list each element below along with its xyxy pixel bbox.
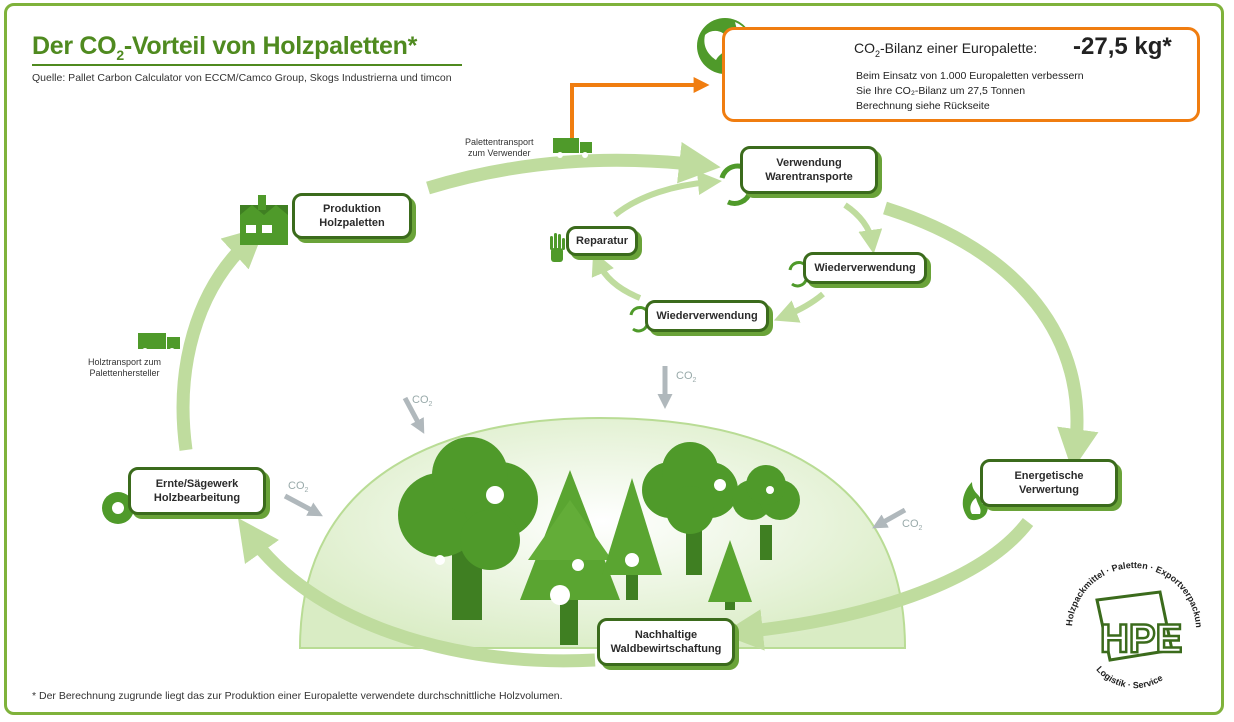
svg-text:Logistik · Service: Logistik · Service bbox=[1094, 664, 1164, 690]
co2-label-2: CO2 bbox=[676, 370, 697, 385]
title-underline bbox=[32, 64, 462, 66]
co2-result-value: -27,5 kg* bbox=[1073, 33, 1172, 60]
co2-result-line-2: Sie Ihre CO₂-Bilanz um 27,5 Tonnen bbox=[856, 85, 1026, 97]
co2-label-3: CO2 bbox=[288, 480, 309, 495]
arrow-verwendung-to-energie bbox=[883, 201, 1099, 471]
truck-icon-2 bbox=[138, 333, 180, 354]
arrow-energie-to-wald bbox=[721, 517, 1034, 651]
co2-arrow-3 bbox=[283, 493, 323, 517]
hand-icon bbox=[550, 233, 565, 262]
fire-icon bbox=[962, 482, 989, 521]
co2-result-line-1: Beim Einsatz von 1.000 Europaletten verb… bbox=[856, 70, 1084, 82]
forest-area bbox=[298, 416, 907, 649]
tree-3 bbox=[602, 478, 662, 600]
tree-1 bbox=[398, 437, 538, 620]
tree-4 bbox=[642, 442, 738, 575]
arrow-wiederverwendung-to-reparatur bbox=[591, 251, 642, 301]
arrow-ernte-to-produktion bbox=[176, 225, 266, 451]
source-note: Quelle: Pallet Carbon Calculator von ECC… bbox=[32, 72, 452, 84]
arrow-produktion-to-verwendung bbox=[426, 142, 721, 195]
arrow-reparatur-to-verwendung bbox=[613, 171, 722, 218]
arrow-wald-to-ernte bbox=[237, 518, 596, 668]
node-wiederverwendung-2: Wiederverwendung bbox=[645, 300, 769, 332]
arrow-verwendung-to-wiederverwendung bbox=[843, 202, 883, 254]
hpe-logo-letters: HPE bbox=[1100, 617, 1182, 661]
tree-5 bbox=[708, 540, 752, 610]
factory-icon bbox=[240, 195, 288, 245]
co2-result-heading: CO2-Bilanz einer Europalette: bbox=[854, 40, 1038, 59]
saw-blade-icon bbox=[102, 492, 134, 524]
tree-6 bbox=[732, 465, 800, 560]
co2-arrow-1 bbox=[402, 396, 425, 434]
co2-label-4: CO2 bbox=[902, 518, 923, 533]
co2-result-box bbox=[722, 27, 1200, 122]
page-title: Der CO2-Vorteil von Holzpaletten* bbox=[32, 32, 417, 63]
co2-arrow-4 bbox=[872, 507, 907, 529]
truck-icon-1 bbox=[553, 138, 592, 158]
arrow-wiederverwendung-to-wiederverwendung bbox=[773, 291, 825, 323]
arrow-to-co2-box bbox=[570, 77, 710, 140]
co2-result-line-3: Berechnung siehe Rückseite bbox=[856, 100, 990, 112]
footnote: * Der Berechnung zugrunde liegt das zur … bbox=[32, 690, 563, 702]
node-reparatur: Reparatur bbox=[566, 226, 638, 256]
co2-label-1: CO2 bbox=[412, 394, 433, 409]
tree-2 bbox=[520, 470, 620, 645]
node-wiederverwendung-1: Wiederverwendung bbox=[803, 252, 927, 284]
